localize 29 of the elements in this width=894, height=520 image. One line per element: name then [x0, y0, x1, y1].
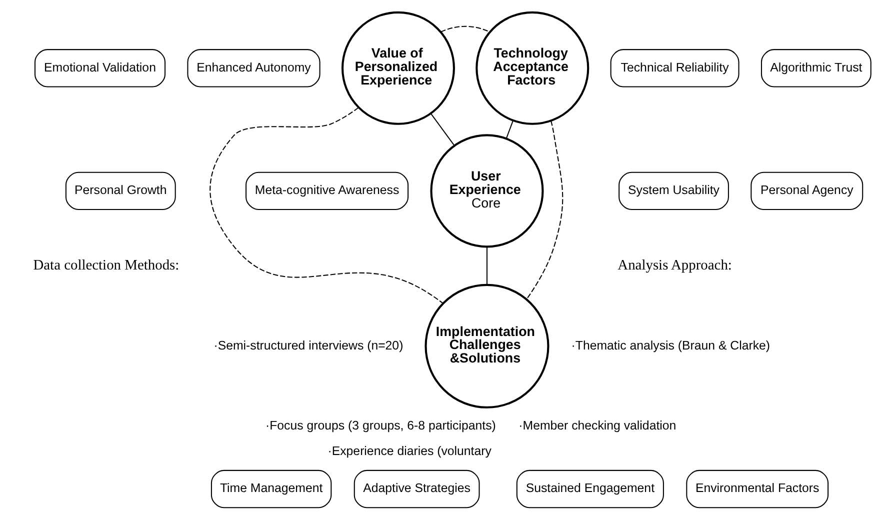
- label: ·Focus groups (3 groups, 6-8 participants): [265, 418, 496, 432]
- label: Analysis Approach:: [618, 258, 732, 274]
- node-box: Time Management: [210, 470, 332, 508]
- label: ·Thematic analysis (Braun & Clarke): [571, 338, 770, 352]
- connector: [210, 107, 444, 304]
- node-box: Environmental Factors: [686, 470, 829, 508]
- connector: [526, 120, 564, 300]
- node-circle: Implementation Challenges &Solutions: [424, 284, 550, 408]
- node-circle: Technology Acceptance Factors: [476, 11, 590, 125]
- connector: [430, 113, 455, 146]
- node-circle: Value of Personalized Experience: [341, 11, 455, 125]
- label: ·Experience diaries (voluntary: [328, 444, 492, 458]
- node-box: Personal Growth: [65, 172, 176, 210]
- label: ·Member checking validation: [518, 418, 676, 432]
- node-box: Meta-cognitive Awareness: [246, 172, 409, 210]
- node-box: Emotional Validation: [34, 49, 166, 88]
- node-box: Sustained Engagement: [516, 470, 664, 508]
- label: ·Semi-structured interviews (n=20): [214, 338, 404, 352]
- node-box: Technical Reliability: [610, 49, 740, 88]
- label: Data collection Methods:: [33, 258, 180, 274]
- connector: [486, 246, 488, 285]
- node-box: Enhanced Autonomy: [187, 49, 320, 88]
- connector: [506, 120, 514, 139]
- node-box: Adaptive Strategies: [354, 470, 480, 508]
- connector: [440, 26, 490, 32]
- node-box: Algorithmic Trust: [760, 49, 872, 88]
- node-circle: User Experience Core: [430, 134, 544, 248]
- node-box: System Usability: [618, 172, 729, 210]
- node-box: Personal Agency: [750, 172, 864, 210]
